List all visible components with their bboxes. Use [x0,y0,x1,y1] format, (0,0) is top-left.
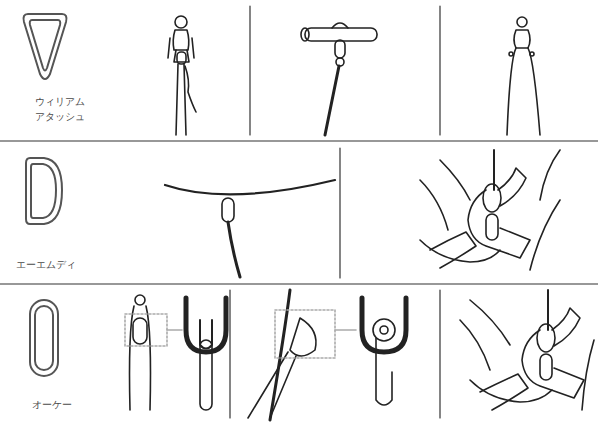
traverse-rope [165,180,335,277]
carabiner-d [26,158,62,224]
hand-device [420,150,560,270]
rope-detail [125,295,226,410]
hand-device-2 [460,290,594,410]
frame-lines [0,6,598,418]
climber-figure [168,16,196,135]
carabiner-label: ウィリアム アタッシュ [35,95,89,124]
carabiner-label: オーケー [32,398,102,413]
bar-anchor [301,23,377,135]
belay-device [507,17,540,135]
carabiner-pear [24,14,67,79]
rope-detail-2 [248,290,406,420]
carabiner-label: エーエムディ [16,258,96,273]
carabiner-oval [30,300,58,376]
